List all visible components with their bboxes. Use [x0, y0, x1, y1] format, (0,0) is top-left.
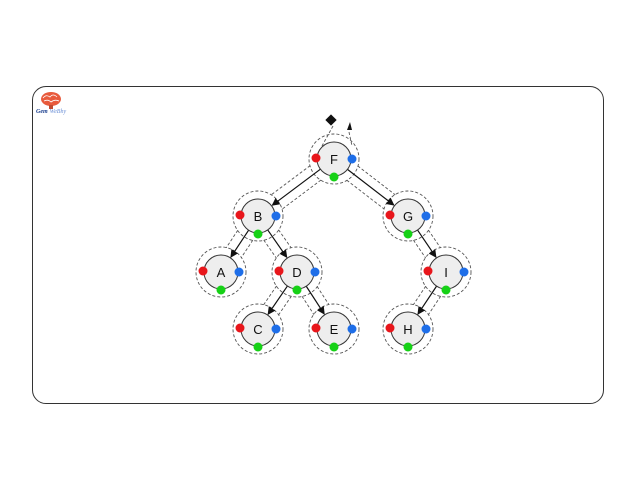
preorder-dot: [235, 210, 245, 220]
traversal-edge-ih-right: [427, 295, 442, 316]
traversal-ring-b: [232, 190, 284, 242]
inorder-dot: [292, 285, 302, 295]
preorder-dot: [235, 323, 245, 333]
inorder-dot: [403, 229, 413, 239]
postorder-dot: [347, 154, 357, 164]
preorder-dot: [198, 266, 208, 276]
postorder-dot: [271, 324, 281, 334]
tree-node-h: H: [385, 311, 431, 352]
preorder-dot: [423, 266, 433, 276]
traversal-start-markers: [321, 114, 353, 147]
traversal-ring-d: [271, 246, 323, 298]
tree-node-a: A: [198, 254, 244, 295]
postorder-dot: [421, 324, 431, 334]
postorder-dot: [234, 267, 244, 277]
edge-g-i: [417, 229, 437, 258]
traversal-start-marker: [325, 114, 337, 126]
traversal-edge-fb-left: [270, 165, 311, 196]
postorder-dot: [310, 267, 320, 277]
preorder-dot: [385, 210, 395, 220]
edge-d-e: [305, 285, 325, 315]
inorder-dot: [216, 285, 226, 295]
tree-node-f: F: [311, 141, 357, 182]
traversal-ring-c: [232, 303, 284, 355]
preorder-dot: [311, 153, 321, 163]
inorder-dot: [253, 229, 263, 239]
traversal-end-arrow: [347, 122, 352, 130]
preorder-dot: [311, 323, 321, 333]
tree-node-d: D: [274, 254, 320, 295]
node-label: A: [217, 265, 226, 280]
slide-frame: [32, 86, 604, 404]
node-label: F: [330, 152, 338, 167]
traversal-edge-fg-right: [357, 165, 396, 196]
traversal-edge-gi-right: [427, 229, 441, 249]
node-label: I: [444, 265, 448, 280]
node-label: H: [403, 322, 412, 337]
inorder-dot: [329, 342, 339, 352]
traversal-edge-ba-left: [225, 229, 239, 249]
traversal-path: [195, 133, 472, 355]
traversal-edge-dc-right: [278, 295, 292, 316]
traversal-edge-ih-left: [412, 285, 427, 306]
traversal-edge-gi-left: [413, 239, 427, 259]
logo-brand-sub: WeBhy: [49, 109, 67, 115]
traversal-ring-g: [382, 190, 434, 242]
edge-d-c: [267, 285, 288, 315]
traversal-edge-ba-right: [240, 239, 254, 259]
tree-node-i: I: [423, 254, 469, 295]
tree-nodes: F B G A D I C E H: [198, 141, 469, 352]
preorder-dot: [385, 323, 395, 333]
tree-node-b: B: [235, 198, 281, 239]
postorder-dot: [421, 211, 431, 221]
traversal-edge-fb-right: [281, 179, 322, 210]
tree-node-g: G: [385, 198, 431, 239]
node-label: E: [330, 322, 339, 337]
inorder-dot: [403, 342, 413, 352]
traversal-edge-de-left: [301, 295, 315, 315]
tree-edges: [230, 168, 438, 315]
inorder-dot: [329, 172, 339, 182]
node-label: B: [254, 209, 263, 224]
logo-brand: Gem: [36, 109, 48, 115]
traversal-edge-bd-right: [278, 229, 292, 249]
edge-b-a: [230, 229, 250, 258]
postorder-dot: [459, 267, 469, 277]
logo: [36, 90, 84, 120]
traversal-ring-h: [382, 303, 434, 355]
inorder-dot: [441, 285, 451, 295]
node-label: G: [403, 209, 413, 224]
traversal-ring-a: [195, 246, 247, 298]
traversal-exit-line: [348, 131, 353, 147]
edge-f-b: [271, 168, 321, 206]
traversal-ring-f: [308, 133, 360, 185]
edge-i-h: [417, 285, 438, 315]
traversal-edge-fg-left: [346, 179, 385, 210]
traversal-ring-e: [308, 303, 360, 355]
edge-b-d: [267, 229, 288, 259]
tree-node-e: E: [311, 311, 357, 352]
node-label: C: [253, 322, 262, 337]
preorder-dot: [274, 266, 284, 276]
traversal-ring-i: [420, 246, 472, 298]
traversal-edge-dc-left: [263, 285, 277, 306]
traversal-entry-line: [321, 125, 334, 147]
postorder-dot: [347, 324, 357, 334]
edge-f-g: [347, 168, 395, 206]
traversal-edge-de-right: [316, 286, 330, 306]
node-label: D: [292, 265, 301, 280]
tree-node-c: C: [235, 311, 281, 352]
traversal-edge-bd-left: [263, 239, 277, 259]
brain-icon: [41, 92, 61, 109]
postorder-dot: [271, 211, 281, 221]
inorder-dot: [253, 342, 263, 352]
